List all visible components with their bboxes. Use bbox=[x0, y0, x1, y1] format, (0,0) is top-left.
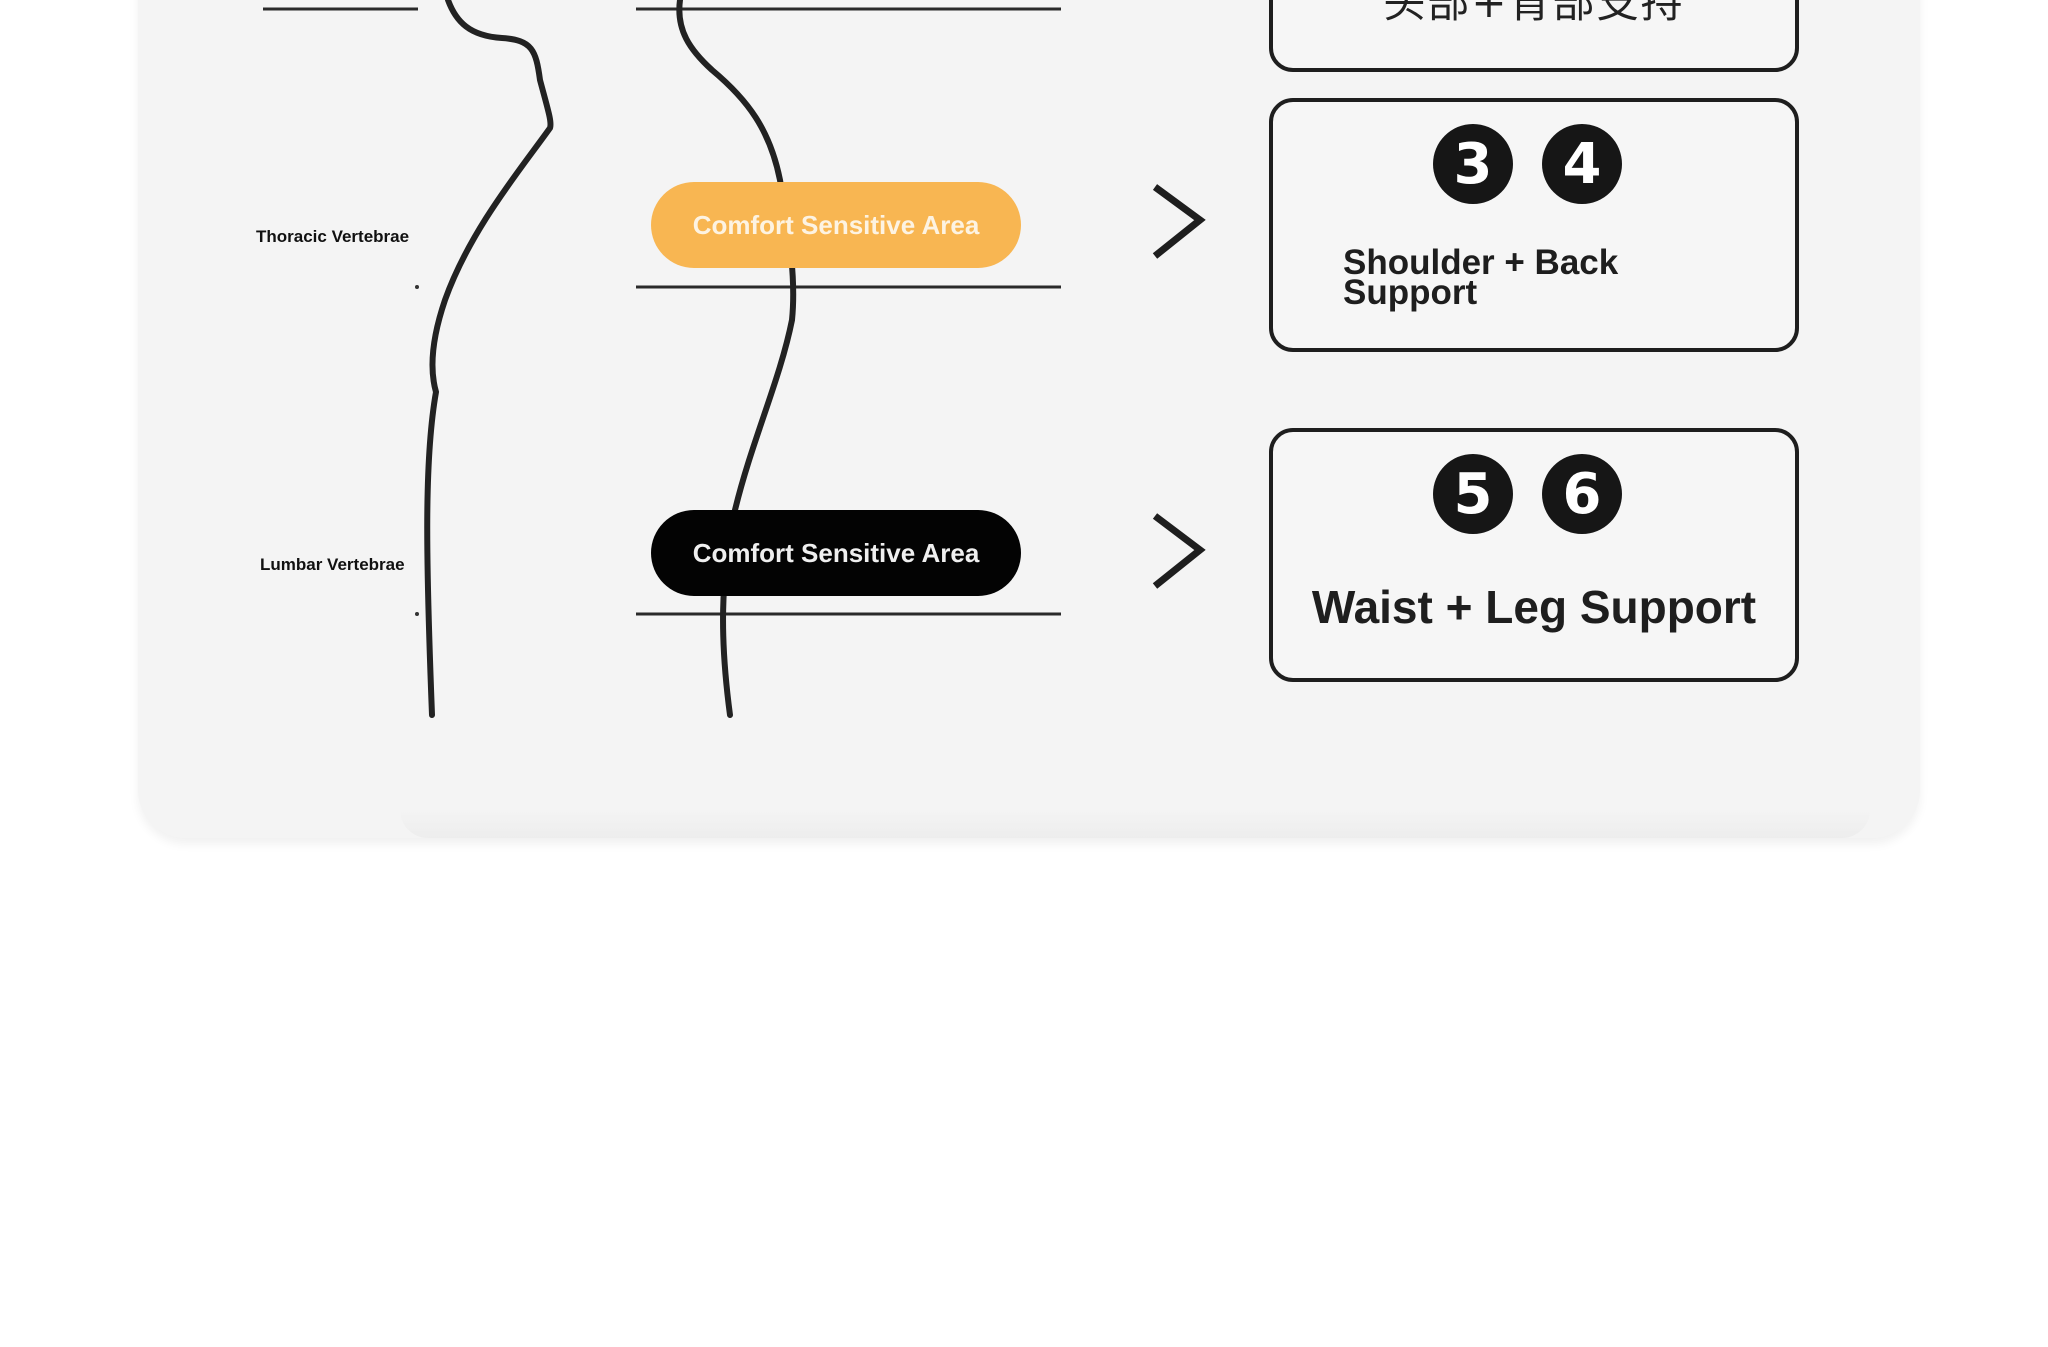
support-box-bottom-text: Waist + Leg Support bbox=[1311, 581, 1757, 633]
number-badge-4: 4 bbox=[1542, 124, 1622, 204]
support-box-waist-leg: 5 6 Waist + Leg Support bbox=[1269, 428, 1799, 682]
chevron-right-icon bbox=[1152, 513, 1206, 589]
support-box-middle-text: Shoulder + Back Support bbox=[1343, 243, 1619, 312]
body-front-curve bbox=[424, 0, 554, 718]
tick-dot bbox=[415, 285, 419, 289]
support-box-head-back: 头部+背部支持 bbox=[1269, 0, 1799, 72]
label-lumbar-vertebrae: Lumbar Vertebrae bbox=[260, 555, 405, 574]
support-box-top-text: 头部+背部支持 bbox=[1383, 0, 1685, 27]
number-badge-3: 3 bbox=[1433, 124, 1513, 204]
spine-curve bbox=[676, 0, 797, 718]
comfort-area-pill-lower: Comfort Sensitive Area bbox=[651, 510, 1021, 596]
number-badge-5: 5 bbox=[1433, 454, 1513, 534]
comfort-area-pill-upper: Comfort Sensitive Area bbox=[651, 182, 1021, 268]
label-thoracic-vertebrae: Thoracic Vertebrae bbox=[256, 227, 410, 246]
number-badge-6: 6 bbox=[1542, 454, 1622, 534]
chevron-right-icon bbox=[1152, 184, 1206, 259]
support-box-shoulder-back: 3 4 Shoulder + Back Support bbox=[1269, 98, 1799, 352]
panel-shadow bbox=[400, 810, 1870, 838]
tick-dot bbox=[415, 612, 419, 616]
